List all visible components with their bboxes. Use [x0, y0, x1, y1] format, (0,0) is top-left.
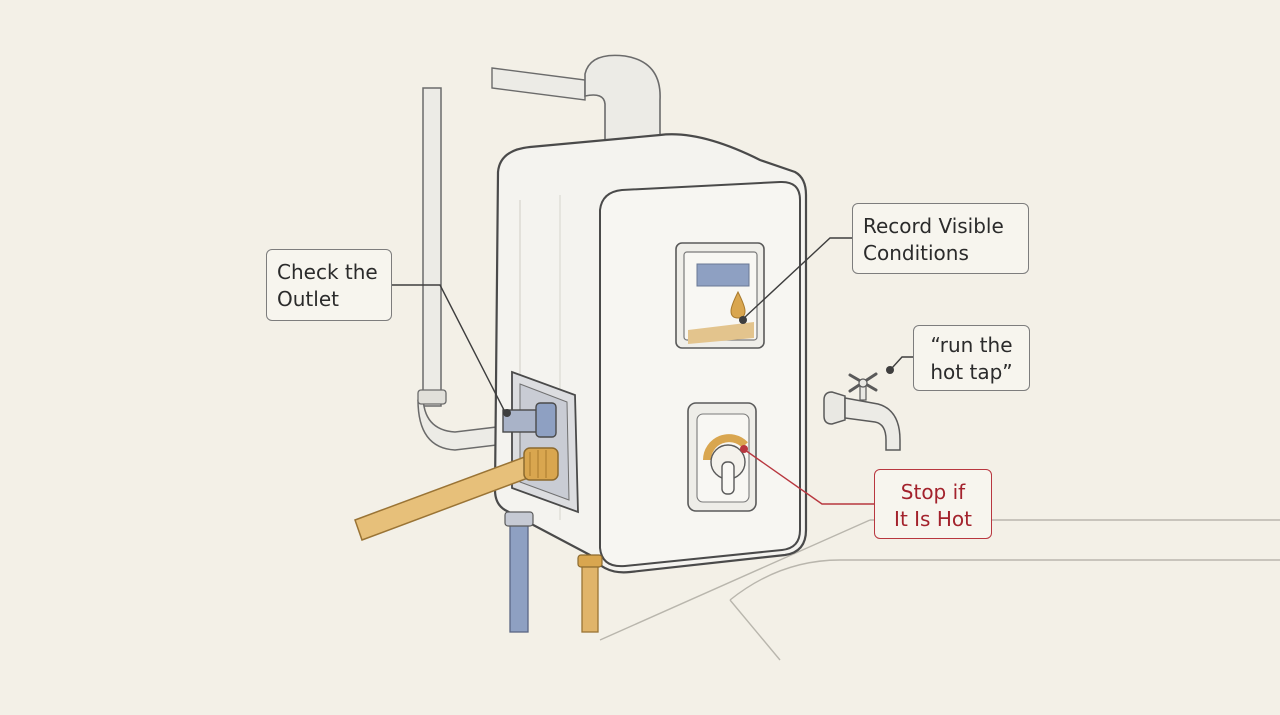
faucet-icon [823, 372, 901, 451]
leader-run-hot-tap [891, 356, 913, 369]
water-drop-icon [730, 290, 746, 319]
heater-body [493, 133, 808, 574]
callout-check-outlet: Check the Outlet [266, 249, 392, 321]
leader-stop-if-hot [744, 449, 874, 505]
callout-stop-if-hot: Stop if It Is Hot [874, 469, 992, 539]
control-knob [687, 402, 757, 512]
bottom-pipes [504, 511, 603, 633]
callout-line: Stop if [900, 480, 966, 504]
hot-pipe [354, 447, 559, 541]
leader-record-conditions [743, 237, 852, 319]
callout-line: Record Visible [863, 214, 1004, 238]
outlet-fitting [502, 402, 557, 438]
callout-line: Check the [277, 260, 378, 284]
callout-line: Outlet [277, 287, 339, 311]
callout-line: “run the [930, 333, 1013, 357]
wall-pipe [417, 87, 506, 451]
leader-check-outlet [392, 284, 506, 413]
callout-line: Conditions [863, 241, 969, 265]
connection-plate [511, 370, 579, 514]
callout-line: hot tap” [930, 360, 1013, 384]
callout-line: It Is Hot [894, 507, 972, 531]
callout-run-hot-tap: “run the hot tap” [913, 325, 1030, 391]
leader-lines [392, 237, 913, 505]
callout-record-conditions: Record Visible Conditions [852, 203, 1029, 274]
display-panel [675, 242, 765, 349]
